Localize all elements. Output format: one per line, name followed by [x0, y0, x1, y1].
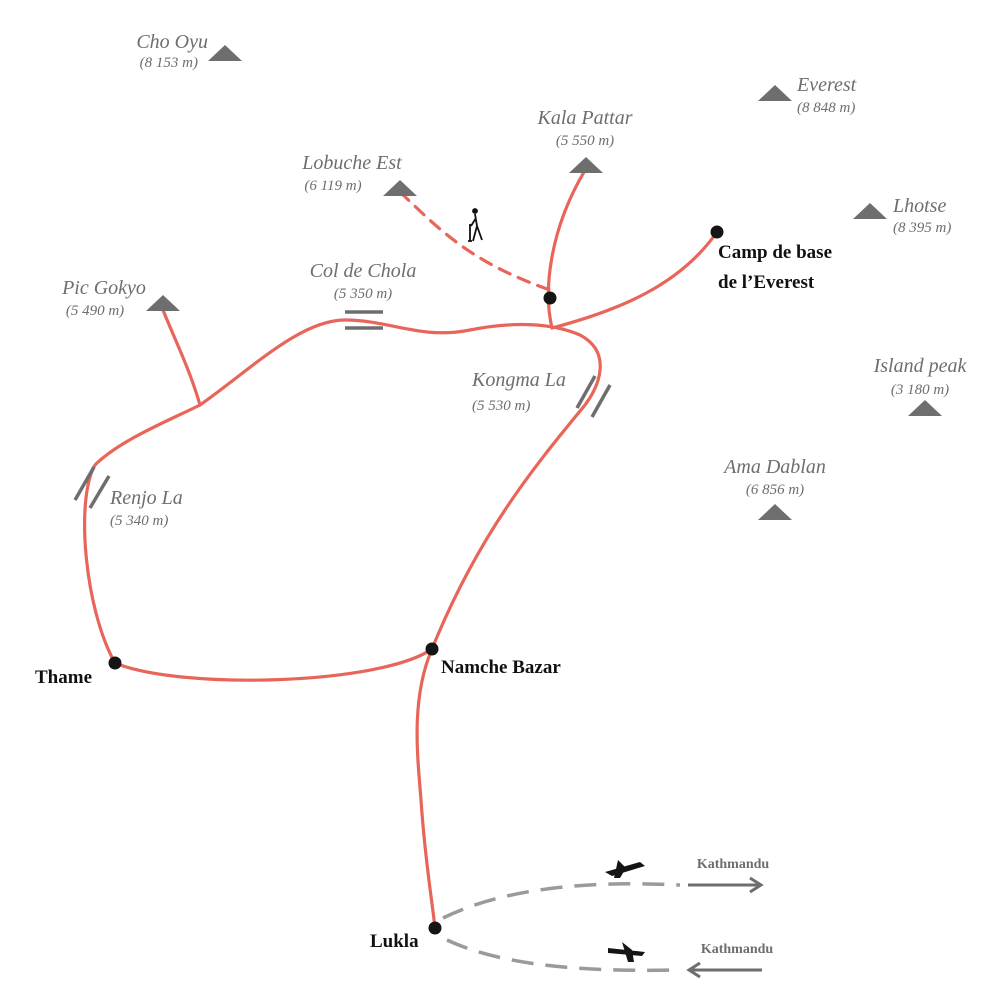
peak-icon [208, 45, 242, 61]
peak-elevation: (6 856 m) [746, 482, 804, 498]
peak-name: Pic Gokyo [61, 277, 146, 299]
pass-elevation: (5 530 m) [472, 398, 530, 414]
pass-elevation: (5 350 m) [334, 286, 392, 302]
thame-namche-route [113, 647, 434, 682]
camp-branch-route [550, 230, 719, 330]
peak-elevation: (8 848 m) [797, 100, 855, 116]
arrow-right-icon [688, 876, 764, 894]
kala-pattar-route [546, 170, 586, 330]
place-thame: Thame [35, 667, 92, 688]
peak-name: Ama Dablan [722, 456, 826, 478]
namche-marker [425, 642, 439, 656]
flight-label: Kathmandu [701, 942, 774, 957]
peak-name: Everest [796, 74, 857, 96]
peak-icon [758, 85, 792, 101]
arrow-left-icon [686, 961, 762, 979]
peak-elevation: (5 490 m) [66, 303, 124, 319]
main-loop-route [83, 318, 602, 665]
hiker-icon [468, 208, 483, 242]
renjo-la-pass-icon [73, 466, 111, 509]
camp-marker [710, 225, 724, 239]
peak-elevation: (8 395 m) [893, 220, 951, 236]
peak-icon [908, 400, 942, 416]
col-de-chola-pass-icon [345, 310, 383, 330]
place-namche-bazar: Namche Bazar [441, 657, 561, 678]
gokyo-branch-route [161, 308, 202, 407]
lukla-marker [428, 921, 442, 935]
peak-name: Lobuche Est [301, 152, 402, 174]
pass-elevation: (5 340 m) [110, 513, 168, 529]
place-camp-line1: Camp de base [718, 242, 832, 263]
peak-elevation: (8 153 m) [140, 55, 198, 71]
peak-icon [383, 180, 417, 196]
place-lukla: Lukla [370, 931, 419, 952]
peak-elevation: (3 180 m) [891, 382, 949, 398]
lobuche-dashed-route [398, 190, 552, 292]
peak-name: Lhotse [892, 195, 946, 217]
peak-elevation: (5 550 m) [556, 133, 614, 149]
flight-outbound-path [442, 882, 681, 920]
airplane-icon [608, 942, 645, 962]
namche-lukla-route [415, 647, 437, 930]
peak-name: Cho Oyu [136, 31, 208, 53]
flight-label: Kathmandu [697, 857, 770, 872]
peak-elevation: (6 119 m) [304, 178, 361, 194]
peak-name: Kala Pattar [536, 107, 632, 129]
thame-marker [108, 656, 122, 670]
pass-name: Kongma La [471, 369, 566, 391]
peak-name: Island peak [873, 355, 968, 377]
pass-name: Col de Chola [310, 260, 417, 282]
kongma-la-pass-icon [575, 375, 612, 418]
peak-icon [853, 203, 887, 219]
peak-icon [569, 157, 603, 173]
pass-name: Renjo La [109, 487, 183, 509]
junction-marker [543, 291, 557, 305]
peak-icon [758, 504, 792, 520]
airplane-icon [605, 860, 645, 878]
place-camp-line2: de l’Everest [718, 272, 815, 293]
peak-icon [146, 295, 180, 311]
